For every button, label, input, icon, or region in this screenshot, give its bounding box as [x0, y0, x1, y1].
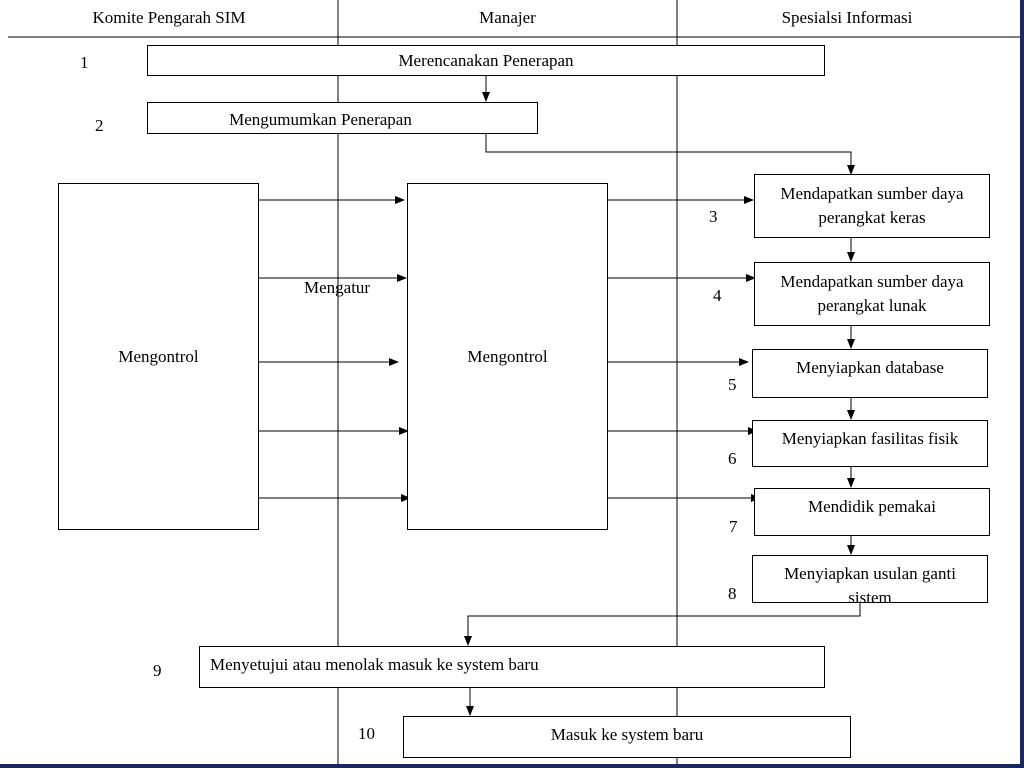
step-box-3: Mendapatkan sumber daya perangkat keras [754, 174, 990, 238]
control-box-left: Mengontrol [58, 183, 259, 530]
step-number-4: 4 [713, 286, 722, 305]
mengatur-label: Mengatur [304, 278, 371, 297]
step-number-7: 7 [729, 517, 738, 536]
lane-header-spesialis: Spesialsi Informasi [781, 8, 913, 27]
step-box-10: Masuk ke system baru [403, 716, 851, 758]
step-number-1: 1 [80, 53, 89, 72]
step-box-9: Menyetujui atau menolak masuk ke system … [199, 646, 825, 688]
lane-header-manajer: Manajer [479, 8, 536, 27]
step-number-10: 10 [358, 724, 375, 743]
lane-header-komite: Komite Pengarah SIM [92, 8, 246, 27]
step-number-9: 9 [153, 661, 162, 680]
step-box-2: Mengumumkan Penerapan [147, 102, 538, 134]
step-box-6: Menyiapkan fasilitas fisik [752, 420, 988, 467]
step-number-2: 2 [95, 116, 104, 135]
step-number-5: 5 [728, 375, 737, 394]
step-box-5: Menyiapkan database [752, 349, 988, 398]
control-box-mid: Mengontrol [407, 183, 608, 530]
slide-edge-right [1020, 0, 1024, 768]
step-box-4: Mendapatkan sumber daya perangkat lunak [754, 262, 990, 326]
arrow-8-to-9 [464, 603, 861, 646]
step-number-6: 6 [728, 449, 737, 468]
slide-edge-bottom [0, 764, 1024, 768]
arrow-2-to-3 [485, 134, 855, 175]
step-number-8: 8 [728, 584, 737, 603]
step-box-7: Mendidik pemakai [754, 488, 990, 536]
step-box-1: Merencanakan Penerapan [147, 45, 825, 76]
step-number-3: 3 [709, 207, 718, 226]
step-box-8: Menyiapkan usulan ganti sistem [752, 555, 988, 607]
